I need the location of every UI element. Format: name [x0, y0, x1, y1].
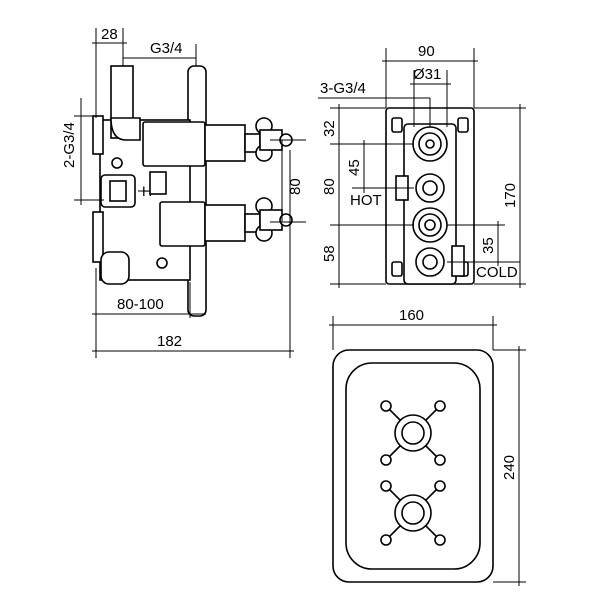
side-body-bolt-2	[156, 257, 168, 269]
rear-label-cold: COLD	[476, 264, 518, 281]
rear-dim-dia-text: Ø31	[413, 66, 441, 83]
rear-dim-35-text: 35	[480, 237, 497, 254]
rear-dim-45-text: 45	[346, 159, 363, 176]
rear-dim-58-text: 58	[321, 245, 338, 262]
rear-dim-170-text: 170	[502, 183, 519, 208]
side-lower-handle-cap	[279, 213, 293, 227]
side-outlet-elbow	[110, 117, 141, 141]
rear-slot-bottom-left	[391, 261, 403, 277]
side-left-flange-top	[92, 115, 104, 155]
side-bottom-pipe	[100, 251, 130, 285]
side-dim-80100-text: 80-100	[117, 296, 164, 313]
rear-dim-32-text: 32	[321, 120, 338, 137]
rear-port-outlet-core	[425, 139, 435, 149]
side-dim-2g34-text: 2-G3/4	[61, 122, 78, 168]
rear-label-hot: HOT	[350, 192, 382, 209]
side-upper-cartridge	[204, 124, 246, 162]
rear-slot-top-right	[457, 117, 469, 133]
rear-dim-80-text: 80	[321, 178, 338, 195]
side-left-flange-bottom	[92, 211, 104, 263]
side-upper-housing	[142, 121, 206, 167]
rear-slot-top-left	[391, 117, 403, 133]
side-lower-handle-shaft	[259, 209, 283, 231]
side-body-boss	[149, 171, 167, 195]
rear-port-mix-core	[424, 219, 436, 231]
side-lower-housing	[159, 201, 206, 247]
front-dim-160-text: 160	[399, 307, 424, 324]
front-plate-inner	[345, 362, 481, 570]
side-dim-182-text: 182	[157, 333, 182, 350]
rear-port-cold-inner	[422, 254, 438, 270]
front-dim-240-text: 240	[501, 455, 518, 480]
front-view: 160 240	[329, 307, 526, 586]
rear-dim-90-text: 90	[418, 43, 435, 60]
side-lower-cartridge	[204, 204, 246, 242]
side-dim-80-text: 80	[287, 178, 304, 195]
rear-dim-inlets-text: 3-G3/4	[320, 80, 366, 97]
front-upper-handle	[380, 400, 446, 466]
side-dim-g34-text: G3/4	[150, 40, 183, 57]
side-view: H 28 G3/4 2-G3/4	[61, 26, 306, 358]
side-body-bolt-1	[111, 157, 123, 169]
rear-view: 90 Ø31 3-G3/4 32 45 80 58 HOT	[318, 43, 526, 288]
front-lower-handle	[380, 480, 446, 546]
rear-tab-cold	[451, 245, 465, 277]
side-dim-28-text: 28	[101, 26, 118, 43]
side-inlet-inner	[109, 180, 127, 202]
rear-port-hot-inner	[422, 180, 438, 196]
